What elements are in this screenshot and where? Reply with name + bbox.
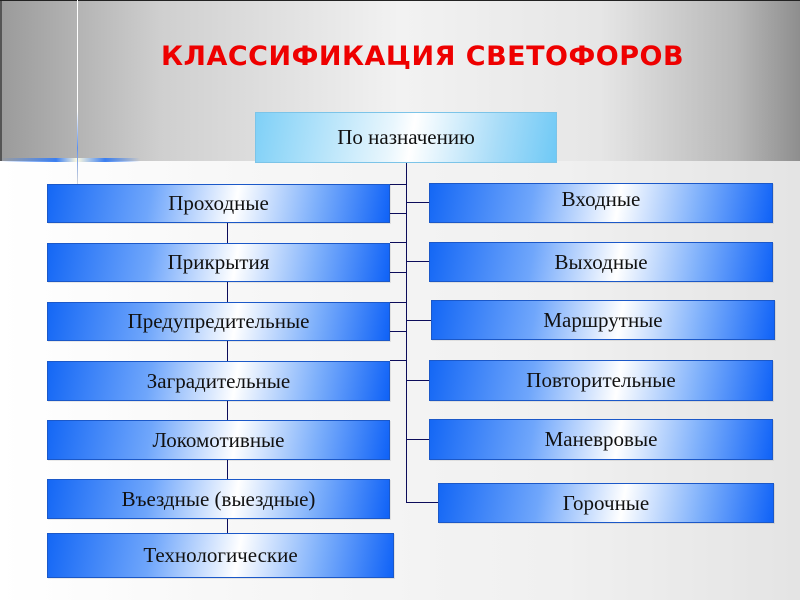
- header-edge: [0, 1, 2, 161]
- node-left-3: Предупредительные: [47, 302, 390, 341]
- node-left-4: Заградительные: [47, 361, 390, 401]
- decorative-line: [77, 0, 78, 185]
- node-right-1: Входные: [429, 183, 773, 223]
- connector: [390, 272, 406, 273]
- connector: [406, 502, 438, 503]
- node-label: Въездные (выездные): [121, 486, 316, 511]
- node-label: Технологические: [143, 543, 298, 567]
- node-right-4: Повторительные: [429, 360, 773, 401]
- node-label: Заградительные: [146, 368, 291, 393]
- node-left-7: Технологические: [47, 533, 394, 578]
- node-label: Маневровые: [544, 427, 658, 451]
- node-left-1: Проходные: [47, 184, 390, 223]
- connector: [390, 302, 406, 303]
- node-label: Локомотивные: [152, 427, 285, 452]
- connector: [390, 331, 406, 332]
- connector: [406, 320, 432, 321]
- node-label: Маршрутные: [543, 307, 663, 332]
- connector: [390, 184, 406, 185]
- node-label: Выходные: [554, 249, 648, 274]
- node-label: Предупредительные: [127, 309, 310, 333]
- node-left-6: Въездные (выездные): [47, 479, 390, 519]
- connector: [406, 261, 430, 262]
- connector: [406, 439, 430, 440]
- connector: [390, 213, 406, 214]
- node-right-3: Маршрутные: [431, 300, 775, 340]
- node-right-5: Маневровые: [429, 419, 773, 460]
- node-label: Проходные: [168, 191, 269, 215]
- connector: [406, 202, 430, 203]
- decorative-glow: [0, 158, 140, 162]
- node-label: Горочные: [562, 490, 650, 515]
- connector: [406, 380, 430, 381]
- node-right-2: Выходные: [429, 242, 773, 282]
- connector: [390, 360, 406, 361]
- node-label: Повторительные: [526, 368, 676, 392]
- node-left-2: Прикрытия: [47, 243, 390, 282]
- connector: [390, 242, 406, 243]
- node-left-5: Локомотивные: [47, 420, 390, 460]
- node-right-6: Горочные: [438, 483, 774, 523]
- node-label: Входные: [561, 186, 641, 211]
- node-label: Прикрытия: [167, 250, 270, 274]
- root-node-label: По назначению: [337, 125, 475, 149]
- connector-trunk: [406, 163, 407, 502]
- root-node: По назначению: [255, 112, 557, 163]
- slide-title: КЛАССИФИКАЦИЯ СВЕТОФОРОВ: [160, 41, 685, 72]
